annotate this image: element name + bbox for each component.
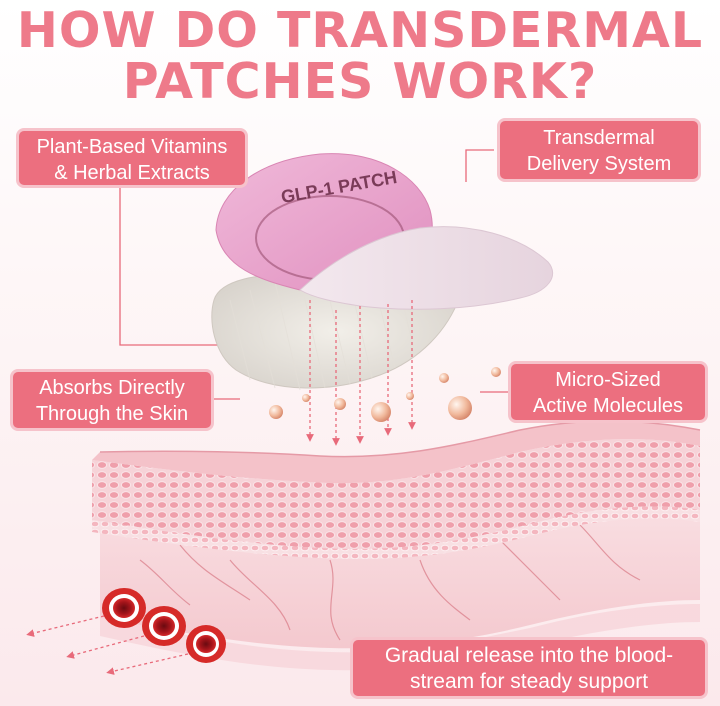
callout-micro: Micro-Sized Active Molecules (508, 361, 708, 423)
callout-absorbs: Absorbs Directly Through the Skin (10, 369, 214, 431)
bloodstream-arrows (26, 615, 189, 675)
callout-line: Delivery System (526, 153, 672, 175)
glp1-patch: GLP-1 PATCH (215, 153, 554, 310)
callout-line: Active Molecules (532, 395, 684, 417)
absorption-arrows (306, 300, 416, 446)
callout-line: stream for steady support (409, 670, 649, 693)
title-line-2: PATCHES WORK? (122, 53, 598, 110)
callout-line: Absorbs Directly (39, 377, 185, 399)
callout-plant-based: Plant-Based Vitamins & Herbal Extracts (16, 128, 248, 188)
blood-vessels (102, 588, 226, 663)
title-line-1: HOW DO TRANSDERMAL (16, 2, 704, 59)
blood-vessel (142, 606, 186, 646)
callout-line: Gradual release into the blood- (384, 644, 674, 667)
callout-line: Transdermal (543, 127, 655, 149)
connector-lines (119, 149, 510, 400)
callout-transdermal: Transdermal Delivery System (497, 118, 701, 182)
callout-gradual-release: Gradual release into the blood- stream f… (350, 637, 708, 699)
callout-line: Through the Skin (35, 403, 189, 425)
active-molecules (269, 367, 501, 422)
callout-line: & Herbal Extracts (54, 162, 210, 184)
blood-vessel (102, 588, 146, 628)
blood-vessel (186, 625, 226, 663)
callout-line: Plant-Based Vitamins (36, 136, 228, 158)
callout-line: Micro-Sized (555, 369, 661, 391)
